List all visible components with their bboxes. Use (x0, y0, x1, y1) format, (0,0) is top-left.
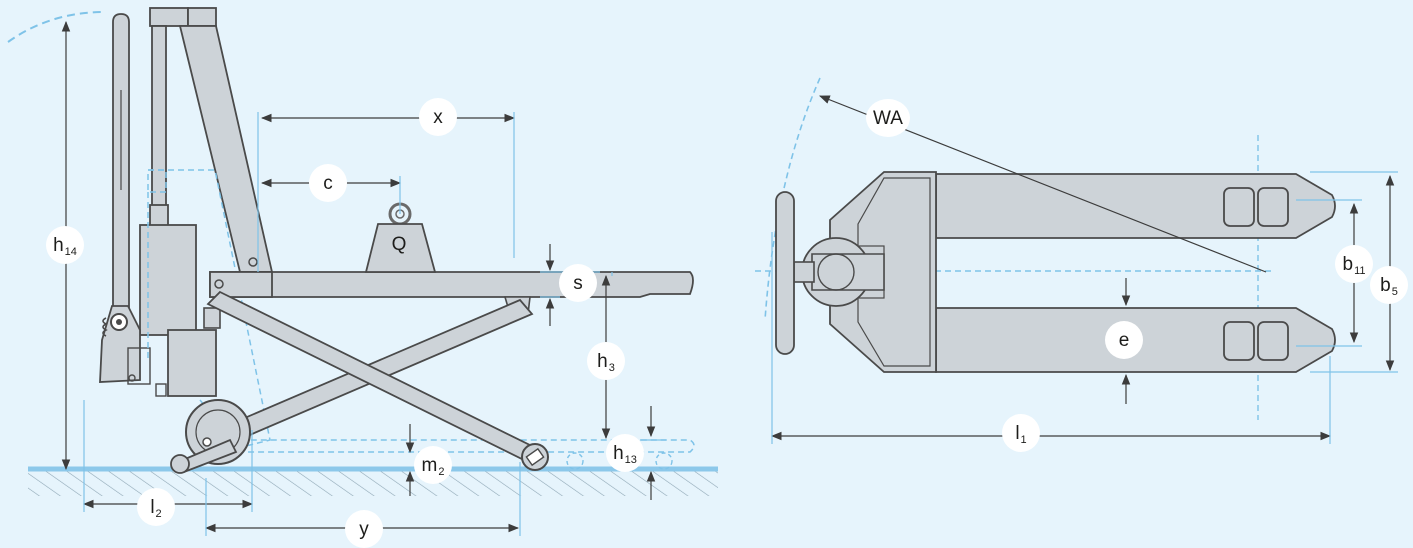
label-q: Q (380, 225, 418, 263)
label-l1-main: l (1015, 422, 1020, 444)
label-wa-text: WA (873, 107, 903, 129)
label-q-text: Q (391, 233, 407, 255)
label-h3-main: h (597, 350, 608, 372)
floor-hatching (28, 470, 718, 496)
label-s-text: s (573, 272, 583, 294)
label-m2-sub: 2 (438, 465, 445, 478)
label-x: x (419, 98, 457, 136)
label-y: y (345, 510, 383, 548)
label-e-text: e (1118, 329, 1130, 351)
handle-arc (7, 11, 106, 43)
pallet-truck-top-view (755, 77, 1398, 444)
label-l2-main: l (150, 496, 155, 518)
label-h14-sub: 14 (64, 245, 77, 258)
label-b11-sub: 11 (1354, 264, 1366, 277)
label-m2-main: m (421, 454, 438, 476)
label-b5-sub: 5 (1391, 285, 1398, 298)
label-h13-sub: 13 (624, 453, 637, 466)
label-b5-main: b (1380, 274, 1391, 296)
tiller-top-view (775, 191, 795, 355)
label-l2-sub: 2 (155, 507, 162, 520)
label-s: s (559, 264, 597, 302)
fork-raised (209, 271, 694, 298)
label-x-text: x (433, 106, 443, 128)
label-c: c (309, 164, 347, 202)
label-h3-sub: 3 (608, 361, 615, 374)
label-e: e (1105, 321, 1143, 359)
label-b11-main: b (1342, 253, 1354, 275)
label-l1-sub: 1 (1020, 433, 1027, 446)
label-y-text: y (359, 518, 369, 540)
label-h14-main: h (53, 234, 64, 256)
label-wa: WA (866, 99, 910, 137)
label-h13-main: h (613, 442, 624, 464)
label-c-text: c (323, 172, 333, 194)
